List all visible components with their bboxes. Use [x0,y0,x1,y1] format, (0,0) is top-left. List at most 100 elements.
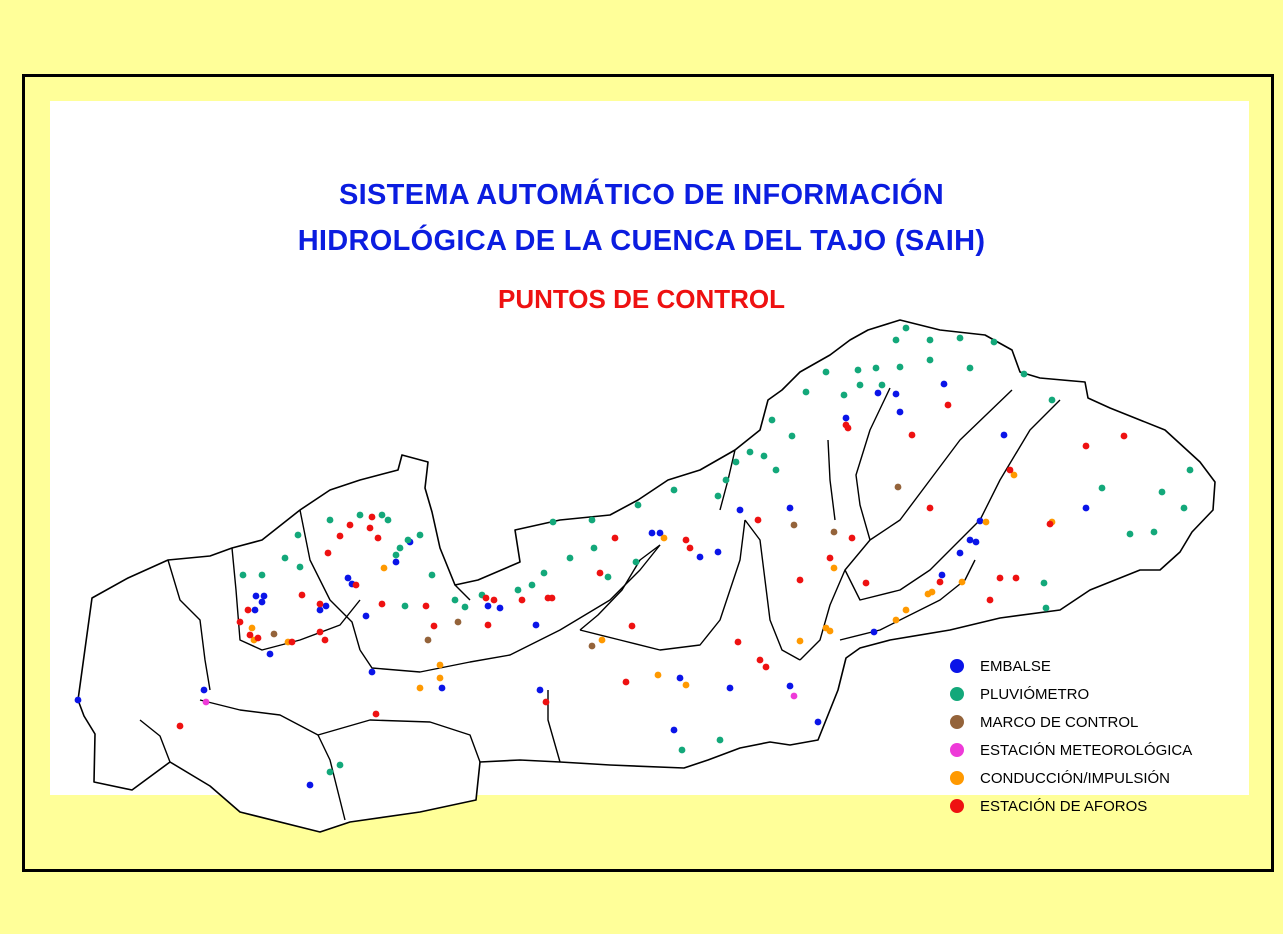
pluviometro-marker [768,416,776,424]
aforos-marker [762,663,770,671]
aforos-marker [288,638,296,646]
embalse-marker [648,529,656,537]
embalse-marker [1082,504,1090,512]
aforos-marker [596,569,604,577]
conduccion-marker [248,624,256,632]
aforos-marker [1046,520,1054,528]
embalse-marker [892,390,900,398]
conduccion-marker [380,564,388,572]
aforos-marker [378,600,386,608]
embalse-marker [874,389,882,397]
control-points [74,324,1194,789]
conduccion-marker [958,578,966,586]
legend-item-marco: MARCO DE CONTROL [950,708,1230,736]
sub-basin-divide [579,544,661,631]
pluviometro-marker [732,458,740,466]
embalse-marker-icon [950,659,964,673]
sub-basin-divide [139,719,171,763]
embalse-marker [726,684,734,692]
marco-marker [424,636,432,644]
aforos-marker [622,678,630,686]
aforos-marker [422,602,430,610]
aforos-marker [908,431,916,439]
pluviometro-marker [1150,528,1158,536]
embalse-points [74,380,1090,789]
pluviometro-marker [896,363,904,371]
embalse-marker [344,574,352,582]
pluviometro-marker [566,554,574,562]
conduccion-marker [682,681,690,689]
pluviometro-marker [1040,579,1048,587]
pluviometro-marker [1020,370,1028,378]
pluviometro-marker [540,569,548,577]
aforos-marker [986,596,994,604]
aforos-marker [374,534,382,542]
aforos-marker [862,579,870,587]
aforos-marker [542,698,550,706]
aforos-marker [321,636,329,644]
pluviometro-marker [326,516,334,524]
embalse-marker [74,696,82,704]
embalse-marker [496,604,504,612]
aforos-marker [366,524,374,532]
embalse-marker [870,628,878,636]
conduccion-marker-icon [950,771,964,785]
pluviometro-marker [802,388,810,396]
embalse-marker [966,536,974,544]
embalse-marker [392,558,400,566]
pluviometro-marker [588,516,596,524]
pluviometro-marker [281,554,289,562]
pluviometro-marker [902,324,910,332]
pluviometro-marker [840,391,848,399]
pluviometro-marker [404,536,412,544]
embalse-marker [200,686,208,694]
aforos-marker [176,722,184,730]
aforos-marker [628,622,636,630]
embalse-marker [786,504,794,512]
marco-control-marker-icon [950,715,964,729]
sub-basin-divide [579,519,746,651]
sub-basin-divide [855,387,891,541]
pluviometro-marker [856,381,864,389]
embalse-marker [940,380,948,388]
pluviometro-marker [822,368,830,376]
pluviometro-marker [892,336,900,344]
pluviometro-marker [772,466,780,474]
pluviometro-marker [714,492,722,500]
aforos-marker [682,536,690,544]
aforos-marker [996,574,1004,582]
pluviometro-marker [854,366,862,374]
aforos-marker [1006,466,1014,474]
sub-basin-divide [299,509,361,651]
pluviometro-marker [336,761,344,769]
pluviometro-marker [294,531,302,539]
embalse-marker [814,718,822,726]
marco-marker [830,528,838,536]
conduccion-marker [436,661,444,669]
pluviometro-marker [632,558,640,566]
embalse-marker [251,606,259,614]
conduccion-marker [928,588,936,596]
meteo-marker [202,698,210,706]
marco-marker [588,642,596,650]
aforos-marker [848,534,856,542]
aforos-marker [372,710,380,718]
aforos-marker [324,549,332,557]
pluviometro-marker [604,573,612,581]
aforos-marker [430,622,438,630]
embalse-marker [956,549,964,557]
meteo-points [202,692,798,706]
pluviometro-marker [396,544,404,552]
pluviometro-marker [990,338,998,346]
pluviometro-marker [722,476,730,484]
pluviometro-marker [678,746,686,754]
conduccion-marker [982,518,990,526]
embalse-marker [532,621,540,629]
aforos-marker [518,596,526,604]
embalse-marker [976,517,984,525]
embalse-marker [536,686,544,694]
pluviometro-points [239,324,1194,776]
sub-basin-divide [744,519,801,661]
legend-item-embalse: EMBALSE [950,652,1230,680]
aforos-marker [316,600,324,608]
